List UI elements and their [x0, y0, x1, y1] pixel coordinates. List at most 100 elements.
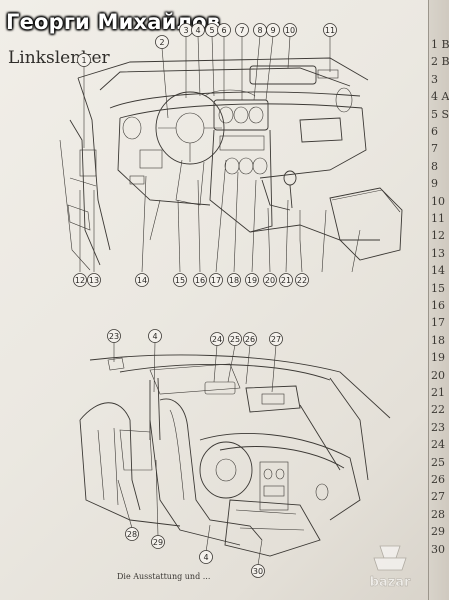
upper-callout-number: 7 — [239, 26, 244, 35]
upper-callout-14: 14 — [135, 273, 149, 287]
upper-callout-18: 18 — [227, 273, 241, 287]
upper-callout-ring — [193, 273, 207, 287]
upper-callout-number: 5 — [209, 26, 214, 35]
lower-callout-ring — [151, 535, 165, 549]
lower-callout-7: 28 — [125, 527, 139, 541]
strip-list-item: 10 — [431, 194, 445, 208]
lower-callout-number: 27 — [271, 335, 281, 344]
strip-list-item: 9 — [431, 177, 438, 191]
lower-callout-number: 29 — [153, 538, 163, 547]
lower-callout-number: 4 — [152, 332, 157, 341]
upper-callout-number: 17 — [211, 276, 221, 285]
strip-list-item: 27 — [431, 490, 445, 504]
upper-callout-7: 7 — [235, 23, 249, 37]
strip-list-item: 4 A — [431, 90, 449, 104]
lower-callout-10: 30 — [251, 564, 265, 578]
lower-leader-lines — [113, 341, 277, 566]
strip-list-item: 7 — [431, 142, 438, 156]
upper-callout-12: 12 — [73, 273, 87, 287]
lower-callout-number: 30 — [253, 567, 263, 576]
strip-list-item: 18 — [431, 333, 445, 347]
upper-callout-number: 1 — [81, 56, 86, 65]
upper-callout-number: 10 — [285, 26, 295, 35]
upper-callout-ring — [227, 273, 241, 287]
upper-callout-number: 20 — [265, 276, 275, 285]
upper-callout-1: 1 — [77, 53, 91, 67]
upper-callout-8: 8 — [253, 23, 267, 37]
next-page-edge — [428, 0, 449, 600]
upper-callout-number: 13 — [89, 276, 99, 285]
lower-callout-ring — [107, 329, 121, 343]
strip-list-item: 21 — [431, 386, 445, 399]
upper-callout-22: 22 — [295, 273, 309, 287]
upper-callout-number: 2 — [159, 38, 164, 47]
upper-callout-10: 10 — [283, 23, 297, 37]
upper-callout-ring — [283, 23, 297, 37]
lower-callout-2: 4 — [148, 329, 162, 343]
upper-callout-ring — [191, 23, 205, 37]
lower-callout-ring — [251, 564, 265, 578]
lower-callout-5: 26 — [243, 332, 257, 346]
strip-list-item: 30 — [431, 542, 445, 556]
strip-list-item: 5 S — [431, 107, 449, 121]
upper-callout-number: 18 — [229, 276, 239, 285]
lower-callout-ring — [210, 332, 224, 346]
upper-callout-number: 22 — [297, 276, 307, 285]
strip-list-item: 24 — [431, 438, 445, 452]
upper-callout-ring — [323, 23, 337, 37]
upper-callout-ring — [155, 35, 169, 49]
strip-list-item: 12 — [431, 229, 445, 243]
upper-callout-17: 17 — [209, 273, 223, 287]
strip-list-item: 3 — [431, 72, 438, 86]
strip-list-item: 22 — [431, 403, 445, 417]
dashboard-line-art — [59, 57, 403, 271]
lower-callout-number: 28 — [127, 530, 137, 539]
strip-list-item: 1 B — [431, 38, 449, 51]
strip-list-item: 19 — [431, 351, 445, 365]
lower-callout-ring — [269, 332, 283, 346]
strip-list-item: 23 — [431, 420, 445, 434]
lower-callout-3: 24 — [210, 332, 224, 346]
caption: Die Ausstattung und ... — [117, 572, 211, 581]
lower-callout-ring — [243, 332, 257, 346]
upper-callout-20: 20 — [263, 273, 277, 287]
upper-callout-9: 9 — [266, 23, 280, 37]
upper-callout-15: 15 — [173, 273, 187, 287]
upper-callout-6: 6 — [217, 23, 231, 37]
lower-callout-9: 4 — [199, 550, 213, 564]
upper-callout-number: 19 — [247, 276, 257, 285]
upper-callout-number: 3 — [183, 26, 188, 35]
upper-callout-number: 15 — [175, 276, 185, 285]
lower-callout-number: 24 — [212, 335, 222, 344]
upper-leader-lines — [79, 35, 361, 273]
lower-callout-number: 26 — [245, 335, 255, 344]
upper-callout-ring — [263, 273, 277, 287]
upper-callout-ring — [295, 273, 309, 287]
upper-callout-13: 13 — [87, 273, 101, 287]
strip-list-item: 11 — [431, 212, 445, 225]
upper-callout-number: 9 — [270, 26, 275, 35]
upper-callout-ring — [77, 53, 91, 67]
lower-callout-ring — [125, 527, 139, 541]
upper-callout-number: 8 — [257, 26, 262, 35]
strip-list-item: 25 — [431, 455, 445, 469]
strip-list-item: 8 — [431, 159, 438, 173]
upper-callout-4: 4 — [191, 23, 205, 37]
lower-callout-ring — [148, 329, 162, 343]
lower-callout-ring — [199, 550, 213, 564]
upper-callout-ring — [87, 273, 101, 287]
upper-callout-ring — [245, 273, 259, 287]
upper-callout-2: 2 — [155, 35, 169, 49]
upper-callout-16: 16 — [193, 273, 207, 287]
strip-list-item: 2 B — [431, 55, 449, 69]
upper-callout-ring — [209, 273, 223, 287]
bazar-watermark-logo: bazar — [369, 545, 411, 590]
upper-callout-number: 12 — [75, 276, 85, 285]
strip-list-item: 14 — [431, 264, 445, 278]
svg-text:bazar: bazar — [370, 575, 411, 590]
lower-callout-1: 23 — [107, 329, 121, 343]
upper-callout-ring — [135, 273, 149, 287]
